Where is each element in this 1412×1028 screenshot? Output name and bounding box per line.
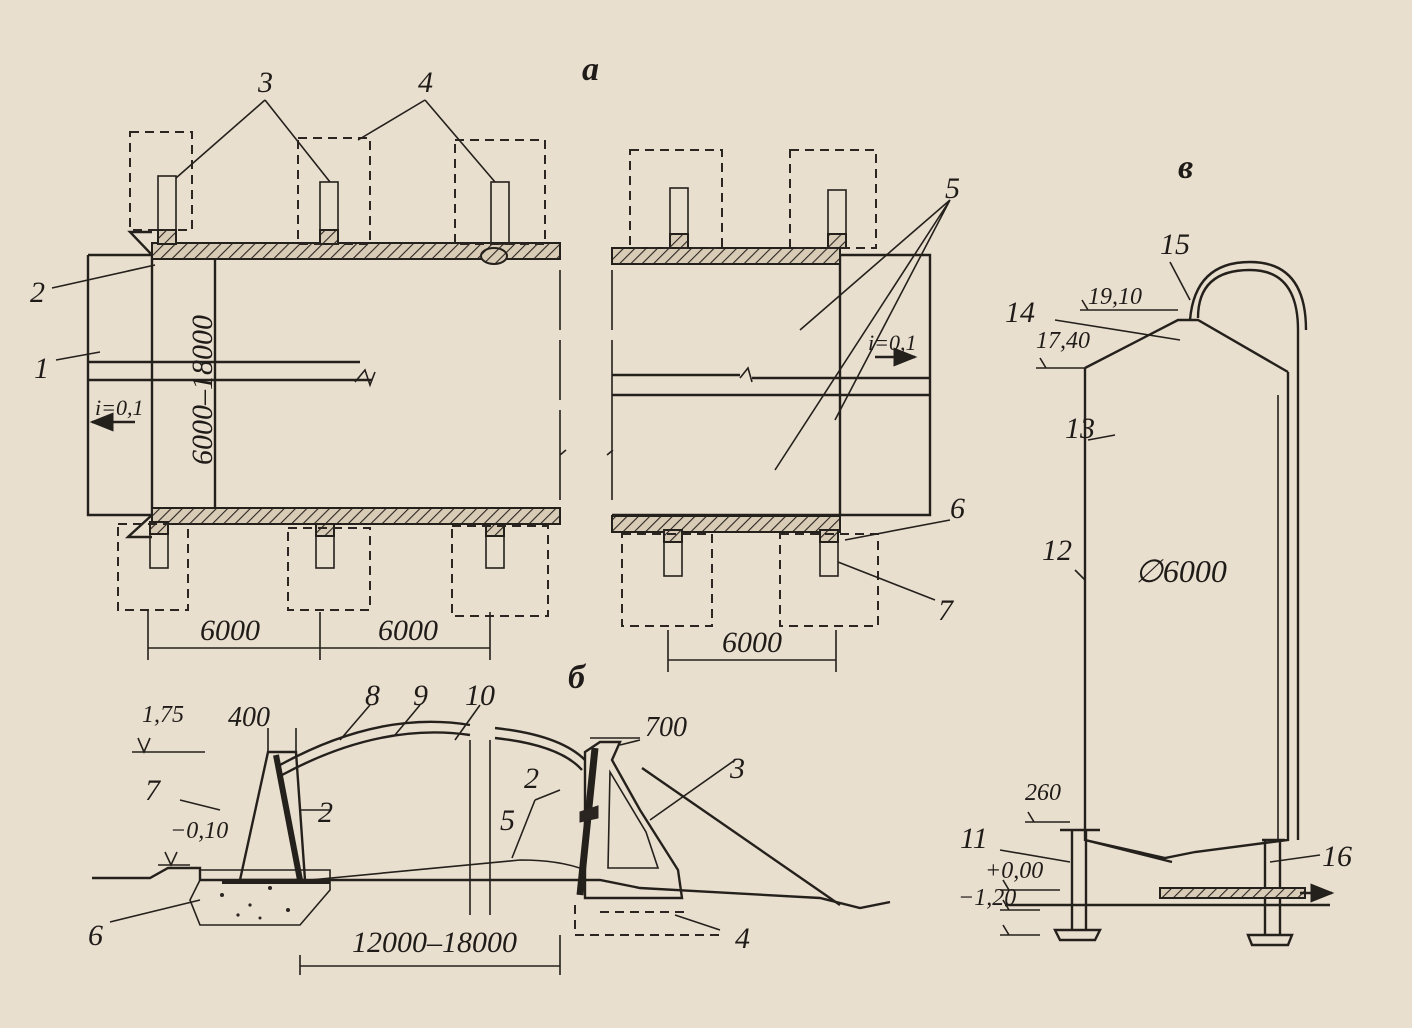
callout-7b: 7 [145, 774, 162, 807]
callout-5: 5 [945, 172, 960, 205]
dim-bay-1: 6000 [200, 614, 260, 647]
silo-left-leg [1053, 828, 1102, 942]
right-footing-dashed [574, 905, 720, 936]
roof-arch-outer-r [494, 726, 586, 761]
callout-11: 11 [960, 822, 988, 855]
callout-2: 2 [30, 276, 45, 309]
silo-elevation-marks [1000, 299, 1178, 936]
plan-footings-dashed [117, 131, 879, 627]
earth-slope [641, 767, 841, 906]
callout-12: 12 [1042, 534, 1072, 567]
callout-14: 14 [1005, 296, 1035, 329]
right-wall-panel [576, 747, 599, 896]
section-dimension-lines [267, 728, 640, 975]
footing-dots [220, 886, 290, 920]
panel-label-a: а [582, 51, 599, 88]
center-column [469, 740, 491, 915]
plan-left-outline [86, 230, 560, 539]
plan-dimension-lines [147, 610, 837, 672]
elev-19-10: 19,10 [1088, 284, 1142, 310]
left-wall-panel [273, 754, 303, 881]
callout-2c: 2 [524, 762, 539, 795]
plan-view [51, 99, 951, 672]
left-footing [189, 869, 331, 926]
silo-conveyor [1159, 887, 1306, 899]
plan-right-outline [612, 253, 932, 517]
dim-wall-700: 700 [645, 712, 687, 743]
callout-9: 9 [413, 679, 428, 712]
dim-plan-width: 6000–18000 [186, 315, 219, 465]
dim-section-span: 12000–18000 [352, 926, 517, 959]
silo-shell [1083, 318, 1290, 864]
plan-wall-top-right [611, 247, 841, 265]
plan-wall-bottom-right [611, 515, 841, 533]
right-buttress-inner [607, 769, 660, 869]
dim-bay-2: 6000 [378, 614, 438, 647]
right-buttress [583, 740, 684, 900]
callout-1: 1 [34, 352, 49, 385]
elev-17-40: 17,40 [1036, 328, 1090, 354]
dim-silo-diameter: ∅6000 [1135, 553, 1227, 589]
roof-arch-outer [279, 720, 471, 767]
elev-minus-0-10: −0,10 [170, 818, 228, 844]
callout-5b: 5 [500, 804, 515, 837]
callout-7: 7 [938, 594, 955, 627]
plan-wall-bottom-left [151, 507, 561, 525]
callout-6: 6 [950, 492, 965, 525]
callout-16: 16 [1322, 840, 1352, 873]
callout-3: 3 [257, 66, 273, 99]
section-leaders [109, 704, 736, 931]
elev-0-00: +0,00 [985, 858, 1043, 884]
callout-3b: 3 [729, 752, 745, 785]
callout-8: 8 [365, 679, 380, 712]
right-panel-joint [579, 805, 599, 823]
plan-leaders [51, 99, 951, 601]
silo-view [999, 260, 1335, 947]
elev-minus-1-20: −1,20 [958, 885, 1016, 911]
panel-label-b: б [568, 659, 587, 696]
plan-wall-top-left [151, 242, 561, 260]
plan-buttresses-bottom [149, 521, 839, 577]
callout-10: 10 [465, 679, 495, 712]
silo-pipe-15-inner [1188, 260, 1308, 331]
elev-1-75: 1,75 [142, 702, 184, 728]
callout-2b: 2 [318, 796, 333, 829]
callout-4: 4 [418, 66, 433, 99]
silo-pipe-15 [1196, 268, 1300, 840]
roof-arch-inner [281, 731, 471, 777]
floor-slope-line [309, 859, 586, 881]
silo-leaders [999, 261, 1321, 863]
callout-13: 13 [1065, 412, 1095, 445]
plan-break-lines [354, 270, 753, 500]
ground-line [92, 866, 891, 910]
panel-label-v: в [1178, 149, 1193, 186]
dim-wall-400: 400 [228, 702, 270, 733]
section-elevation-marks [132, 737, 205, 867]
roof-arch-inner-r [494, 736, 583, 771]
slope-label-left: i=0,1 [95, 395, 143, 420]
callout-4b: 4 [735, 922, 750, 955]
callout-6b: 6 [88, 919, 103, 952]
section-view [92, 704, 891, 975]
callout-15: 15 [1160, 228, 1190, 261]
silo-cone [1084, 838, 1273, 860]
slope-label-right: i=0,1 [868, 330, 916, 355]
labels: а б в 3 4 5 2 1 6 7 8 9 10 7 2 5 2 3 6 4… [30, 51, 1352, 959]
dim-bay-3: 6000 [722, 626, 782, 659]
dim-base-260: 260 [1025, 780, 1061, 806]
